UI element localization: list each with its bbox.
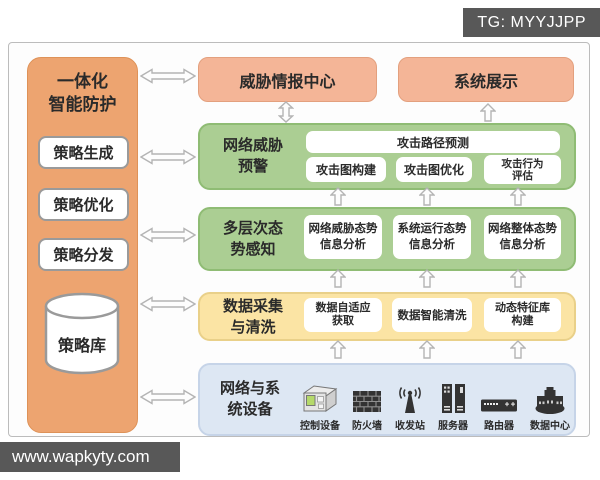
attack-behavior-eval-line2: 评估 <box>512 169 533 182</box>
up-arrow-icon <box>419 269 435 288</box>
dynamic-feature-db-box: 动态特征库 构建 <box>484 298 561 332</box>
device-server: 服务器 <box>438 383 468 432</box>
up-arrow-icon <box>419 187 435 206</box>
data-adaptive-acquisition-line1: 数据自适应 <box>315 301 371 314</box>
double-arrow-horizontal-icon <box>140 149 196 165</box>
threat-intel-center-box: 威胁情报中心 <box>198 57 377 102</box>
attack-path-prediction-box: 攻击路径预测 <box>306 131 560 153</box>
device-control-label: 控制设备 <box>300 421 340 432</box>
dynamic-feature-db-line2: 构建 <box>511 315 534 327</box>
data-intelligent-cleaning-label: 数据智能清洗 <box>397 310 467 322</box>
device-layer-title-line1: 网络与系 <box>219 380 280 397</box>
router-icon <box>481 399 517 412</box>
collection-layer-title-line2: 与清洗 <box>230 319 276 336</box>
watermark-telegram: TG: MYYJJPP <box>463 8 600 37</box>
datacenter-icon <box>535 387 565 414</box>
control-device-icon <box>302 385 338 412</box>
network-threat-situation-box: 网络威胁态势 信息分析 <box>304 215 382 259</box>
data-adaptive-acquisition-line2: 获取 <box>332 315 354 327</box>
warning-layer-title: 网络威胁 预警 <box>200 135 306 177</box>
system-operation-situation-line1: 系统运行态势 <box>397 223 467 235</box>
awareness-layer-title: 多层次态 势感知 <box>200 218 306 260</box>
warning-layer: 网络威胁 预警 攻击路径预测 攻击图构建 攻击图优化 攻击行为 评估 <box>198 123 576 190</box>
device-server-label: 服务器 <box>438 421 468 432</box>
awareness-layer-title-line1: 多层次态 <box>222 220 283 237</box>
up-arrow-icon <box>510 340 526 359</box>
system-display-box: 系统展示 <box>398 57 574 102</box>
double-arrow-horizontal-icon <box>140 389 196 405</box>
watermark-website: www.wapkyty.com <box>0 442 180 472</box>
sidebar-item-policy-distribution: 策略分发 <box>38 238 129 271</box>
up-arrow-icon <box>330 340 346 359</box>
attack-graph-optimize-box: 攻击图优化 <box>396 157 472 182</box>
sidebar-item-policy-optimization: 策略优化 <box>38 188 129 221</box>
server-icon <box>441 384 465 413</box>
device-router: 路由器 <box>480 395 518 432</box>
network-threat-situation-line1: 网络威胁态势 <box>308 223 378 235</box>
sidebar-title: 一体化 智能防护 <box>28 70 137 116</box>
attack-graph-build-box: 攻击图构建 <box>306 157 386 182</box>
device-control: 控制设备 <box>300 383 340 432</box>
device-transceiver-label: 收发站 <box>395 421 425 432</box>
up-arrow-icon <box>480 103 496 122</box>
data-intelligent-cleaning-box: 数据智能清洗 <box>392 298 472 332</box>
awareness-layer-title-line2: 势感知 <box>230 241 276 258</box>
up-arrow-icon <box>510 187 526 206</box>
warning-layer-title-line2: 预警 <box>237 158 268 175</box>
attack-behavior-eval-box: 攻击行为 评估 <box>484 155 561 184</box>
policy-database-label: 策略库 <box>57 338 106 355</box>
system-operation-situation-box: 系统运行态势 信息分析 <box>393 215 471 259</box>
policy-database-cylinder: 策略库 <box>42 292 122 376</box>
dynamic-feature-db-line1: 动态特征库 <box>495 301 550 314</box>
double-arrow-vertical-icon <box>278 101 294 123</box>
up-arrow-icon <box>330 187 346 206</box>
attack-behavior-eval-line1: 攻击行为 <box>501 157 544 170</box>
sidebar-integrated-protection: 一体化 智能防护 策略生成 策略优化 策略分发 策略库 <box>27 57 138 433</box>
device-layer-title-line2: 统设备 <box>227 401 273 418</box>
network-overall-situation-line2: 信息分析 <box>499 239 546 251</box>
transceiver-icon <box>399 387 421 413</box>
attack-graph-optimize-label: 攻击图优化 <box>403 163 464 177</box>
collection-layer-title: 数据采集 与清洗 <box>200 296 306 338</box>
device-list: 控制设备 防火墙 <box>300 371 570 432</box>
device-layer-title: 网络与系 统设备 <box>200 378 300 420</box>
database-icon <box>44 292 120 375</box>
attack-path-prediction-label: 攻击路径预测 <box>396 135 469 150</box>
system-operation-situation-line2: 信息分析 <box>409 239 455 251</box>
device-router-label: 路由器 <box>484 421 514 432</box>
device-datacenter: 数据中心 <box>530 385 570 432</box>
network-overall-situation-line1: 网络整体态势 <box>488 223 557 235</box>
double-arrow-horizontal-icon <box>140 296 196 312</box>
network-threat-situation-line2: 信息分析 <box>320 239 366 251</box>
collection-layer-title-line1: 数据采集 <box>222 298 283 315</box>
up-arrow-icon <box>330 269 346 288</box>
up-arrow-icon <box>510 269 526 288</box>
device-datacenter-label: 数据中心 <box>530 421 570 432</box>
device-firewall-label: 防火墙 <box>352 421 382 432</box>
data-adaptive-acquisition-box: 数据自适应 获取 <box>304 298 382 332</box>
device-transceiver: 收发站 <box>394 385 426 432</box>
up-arrow-icon <box>419 340 435 359</box>
collection-layer: 数据采集 与清洗 数据自适应 获取 数据智能清洗 动态特征库 构建 <box>198 292 576 341</box>
sidebar-title-line1: 一体化 <box>57 72 108 91</box>
double-arrow-horizontal-icon <box>140 68 196 84</box>
awareness-layer: 多层次态 势感知 网络威胁态势 信息分析 系统运行态势 信息分析 网络整体态势 … <box>198 207 576 271</box>
device-firewall: 防火墙 <box>352 387 382 432</box>
firewall-icon <box>353 391 381 412</box>
sidebar-item-policy-generation: 策略生成 <box>38 136 129 169</box>
sidebar-title-line2: 智能防护 <box>48 95 117 114</box>
double-arrow-horizontal-icon <box>140 227 196 243</box>
warning-layer-title-line1: 网络威胁 <box>222 137 283 154</box>
attack-graph-build-label: 攻击图构建 <box>315 163 376 177</box>
network-overall-situation-box: 网络整体态势 信息分析 <box>484 215 561 259</box>
device-layer: 网络与系 统设备 控制设备 <box>198 363 576 436</box>
